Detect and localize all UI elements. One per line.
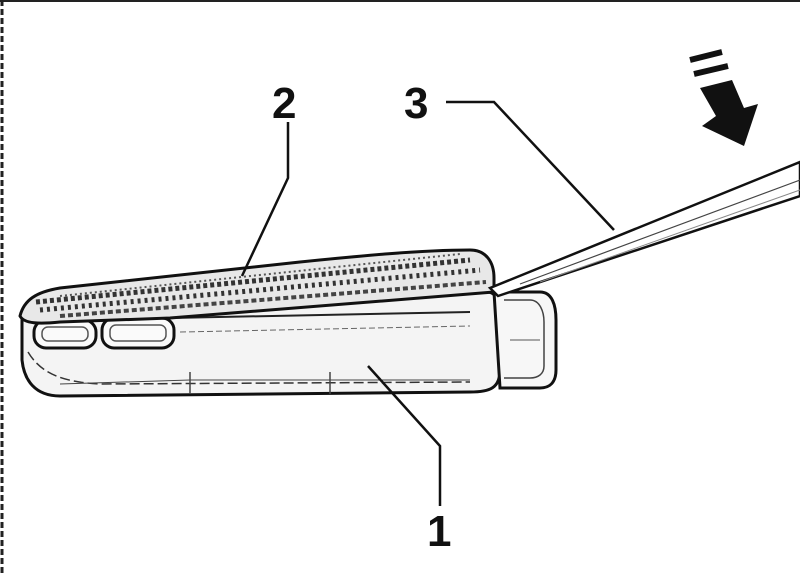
unlock-button bbox=[100, 316, 176, 350]
callout-label-1: 1 bbox=[427, 507, 452, 556]
leader-line-2 bbox=[240, 122, 290, 277]
press-arrow-icon bbox=[689, 49, 758, 146]
key-end-cap bbox=[492, 290, 558, 390]
lock-button bbox=[32, 318, 98, 350]
screwdriver bbox=[487, 160, 800, 298]
leader-line-3 bbox=[446, 100, 615, 231]
leader-line-1 bbox=[367, 365, 442, 506]
callout-label-3: 3 bbox=[404, 79, 429, 128]
callout-label-2: 2 bbox=[272, 79, 297, 128]
key-cover bbox=[18, 248, 496, 325]
